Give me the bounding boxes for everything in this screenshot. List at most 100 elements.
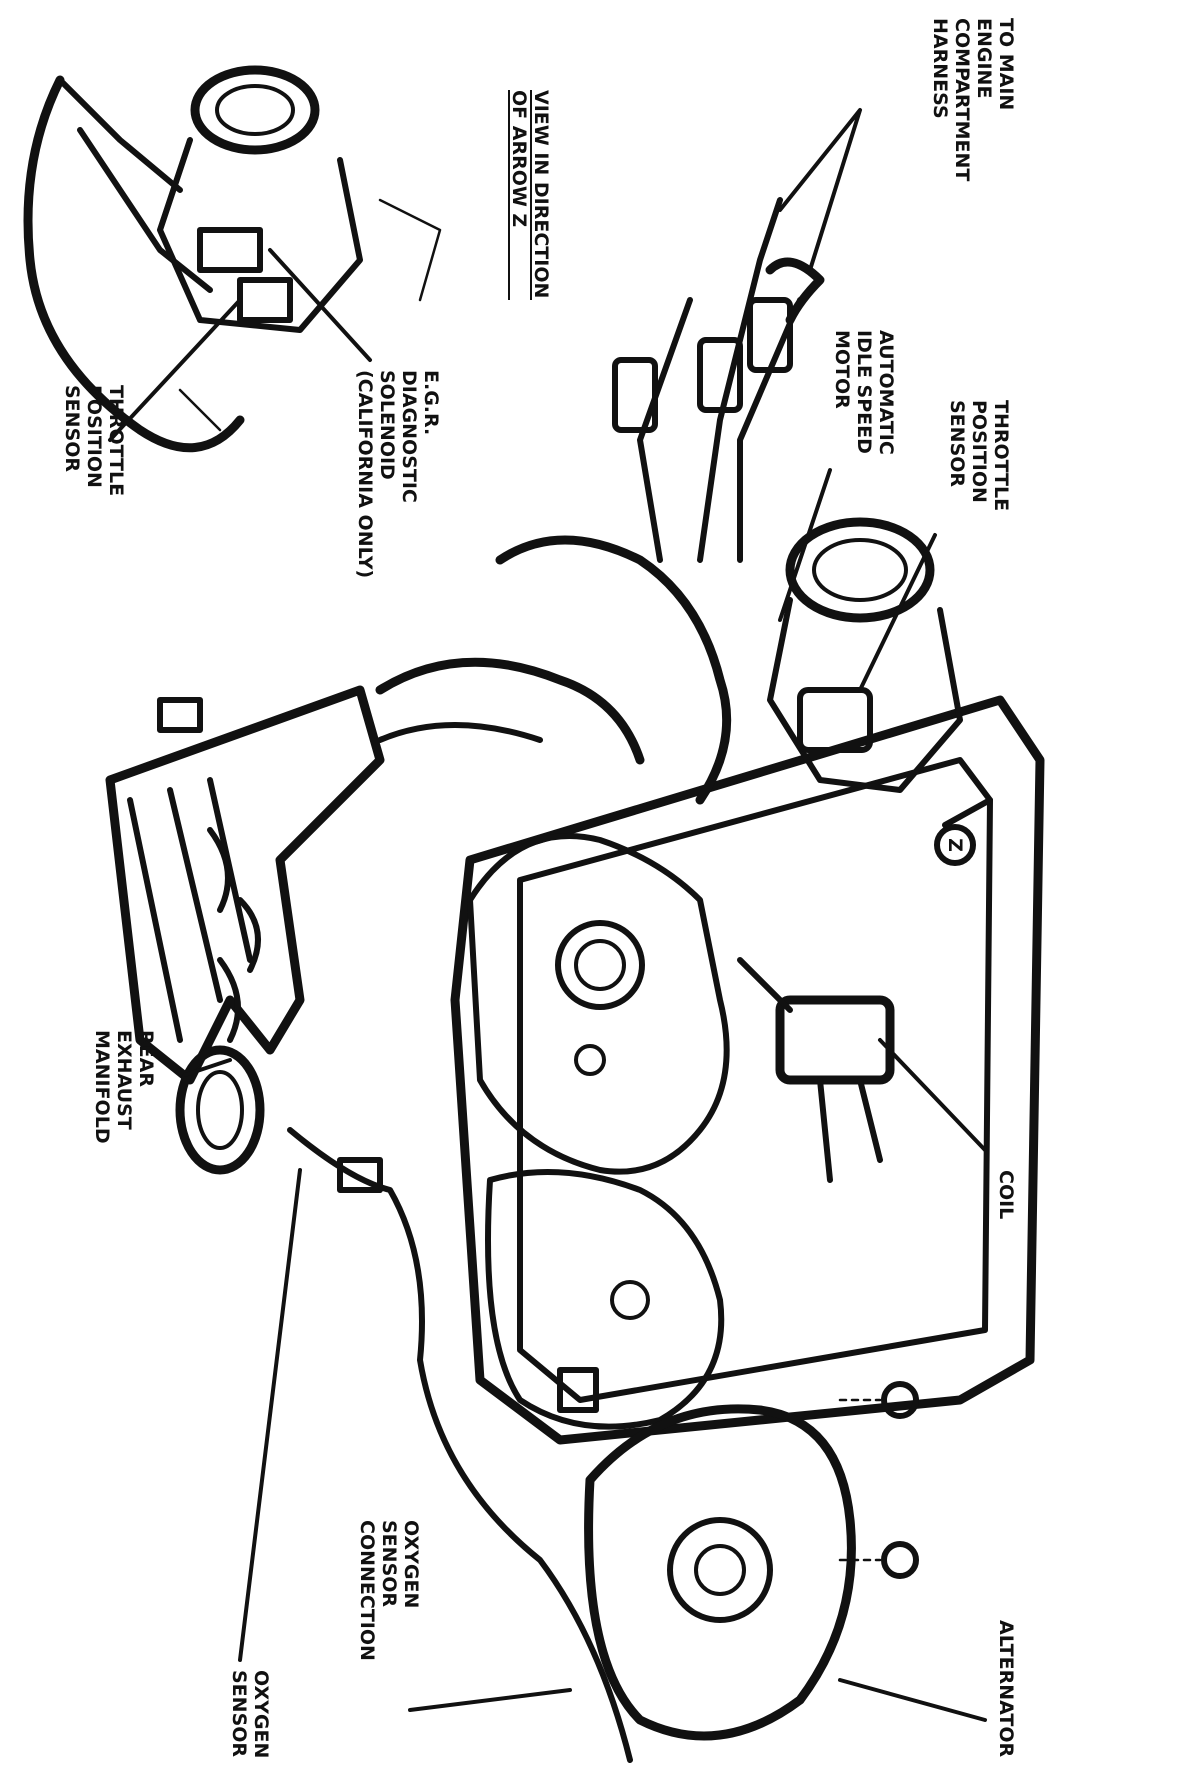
harness-connector-3 [747,297,793,373]
leader-tps-inset [108,298,242,442]
arrow-z-marker [934,824,976,866]
air-duct [375,657,645,765]
exhaust-flange-inner [196,1070,244,1150]
label-throttle-position-sensor-inset-line-2: POSITION [83,385,105,488]
label-egr-solenoid-line-1: E.G.R. [420,370,442,435]
label-throttle-position-sensor-inset-line-3: SENSOR [61,385,83,472]
bolt-guides [838,1398,882,1562]
ignition-coil [775,995,895,1085]
engine-block-outline [450,695,1045,1445]
manifold-runners [207,827,261,1043]
inset-throttle-inner [215,84,295,136]
harness-connector-2 [697,337,743,413]
label-egr-solenoid-line-4: (CALIFORNIA ONLY) [354,370,376,578]
inset-hose [23,75,245,453]
inset-egr-solenoid [197,227,263,273]
label-oxygen-sensor-connection-line-2: SENSOR [378,1520,400,1607]
throttle-body-bore [785,517,935,623]
label-view-direction-line-1: VIEW IN DIRECTION [530,90,552,298]
inset-drawing [23,65,442,453]
leader-to-main-harness [778,108,862,272]
label-to-main-harness-line-1: TO MAIN [995,18,1017,110]
alternator-hub [694,1544,746,1596]
leader-coil [878,1038,987,1152]
inset-housing [157,137,363,333]
air-duct-lower [377,722,543,743]
oxygen-connector [557,1367,599,1413]
engine-block-inner [517,757,993,1403]
oxygen-sensor-plug [337,1157,383,1193]
label-alternator: ALTERNATOR [995,1620,1017,1757]
label-egr-solenoid-line-2: DIAGNOSTIC [398,370,420,503]
intake-hose [495,535,732,805]
label-egr-solenoid-line-3: SOLENOID [376,370,398,480]
label-throttle-position-sensor-main-line-1: THROTTLE [990,400,1012,511]
head-bolt [610,1280,650,1320]
label-rear-exhaust-manifold-line-1: REAR [135,1030,157,1087]
label-to-main-harness-line-2: ENGINE [973,18,995,98]
exhaust-manifold [105,685,385,1085]
label-automatic-idle-speed-motor-line-1: AUTOMATIC [875,330,897,455]
label-automatic-idle-speed-motor-line-2: IDLE SPEED [853,330,875,454]
throttle-body-housing [767,597,963,793]
mounting-bolt [881,1381,919,1419]
harness-connector-1 [612,357,658,433]
label-alternator-line-1: ALTERNATOR [995,1620,1017,1757]
main-harness [637,197,803,563]
label-rear-exhaust-manifold-line-2: EXHAUST [113,1030,135,1130]
label-coil: COIL [995,1170,1017,1219]
label-view-direction-line-2: OF ARROW Z [508,90,530,227]
valve-cover [467,833,730,1175]
cylinder-head [485,1169,725,1430]
alternator-body [584,1404,856,1741]
inset-tps [237,277,293,323]
label-coil-line-1: COIL [995,1170,1017,1219]
label-throttle-position-sensor-main-line-3: SENSOR [946,400,968,487]
arrow-z-line [942,797,993,828]
leader-o2-sensor [238,1168,302,1662]
tps-housing [797,687,873,753]
label-throttle-position-sensor-main-line-2: POSITION [968,400,990,503]
leader-egr [268,248,372,362]
alternator-pulley [667,1517,773,1623]
inset-throttle-bore [190,65,320,155]
inset-bracket [178,198,442,432]
label-oxygen-sensor-connection-line-1: OXYGEN [400,1520,422,1608]
manifold-connector [157,697,203,733]
arrow-z-letter: Z [944,838,966,852]
engine-drawing [23,65,1045,1763]
label-layer: TO MAINENGINECOMPARTMENTHARNESSTHROTTLEP… [61,18,1017,1758]
leader-o2-connection [408,1688,572,1712]
label-oxygen-sensor-line-1: OXYGEN [250,1670,272,1758]
oil-filler-cap-inner [574,939,626,991]
coil-wires [737,957,883,1183]
label-automatic-idle-speed-motor-line-3: MOTOR [831,330,853,409]
label-oxygen-sensor-line-2: SENSOR [228,1670,250,1757]
oil-filler-cap [555,920,645,1010]
head-bolt-2 [574,1044,606,1076]
leader-idle-motor [778,468,832,622]
throttle-body-inner [812,538,908,602]
harness-sleeve [765,257,825,325]
label-oxygen-sensor-connection-line-3: CONNECTION [356,1520,378,1661]
label-to-main-harness-line-4: HARNESS [929,18,951,119]
exhaust-flange [175,1045,265,1175]
oxygen-sensor-wire [287,1127,633,1763]
leader-alternator [838,1678,987,1722]
inset-harness [57,77,213,293]
leader-rear-manifold [183,1058,232,1077]
mounting-bolt-2 [881,1541,919,1579]
label-rear-exhaust-manifold-line-3: MANIFOLD [91,1030,113,1144]
label-to-main-harness-line-3: COMPARTMENT [951,18,973,181]
